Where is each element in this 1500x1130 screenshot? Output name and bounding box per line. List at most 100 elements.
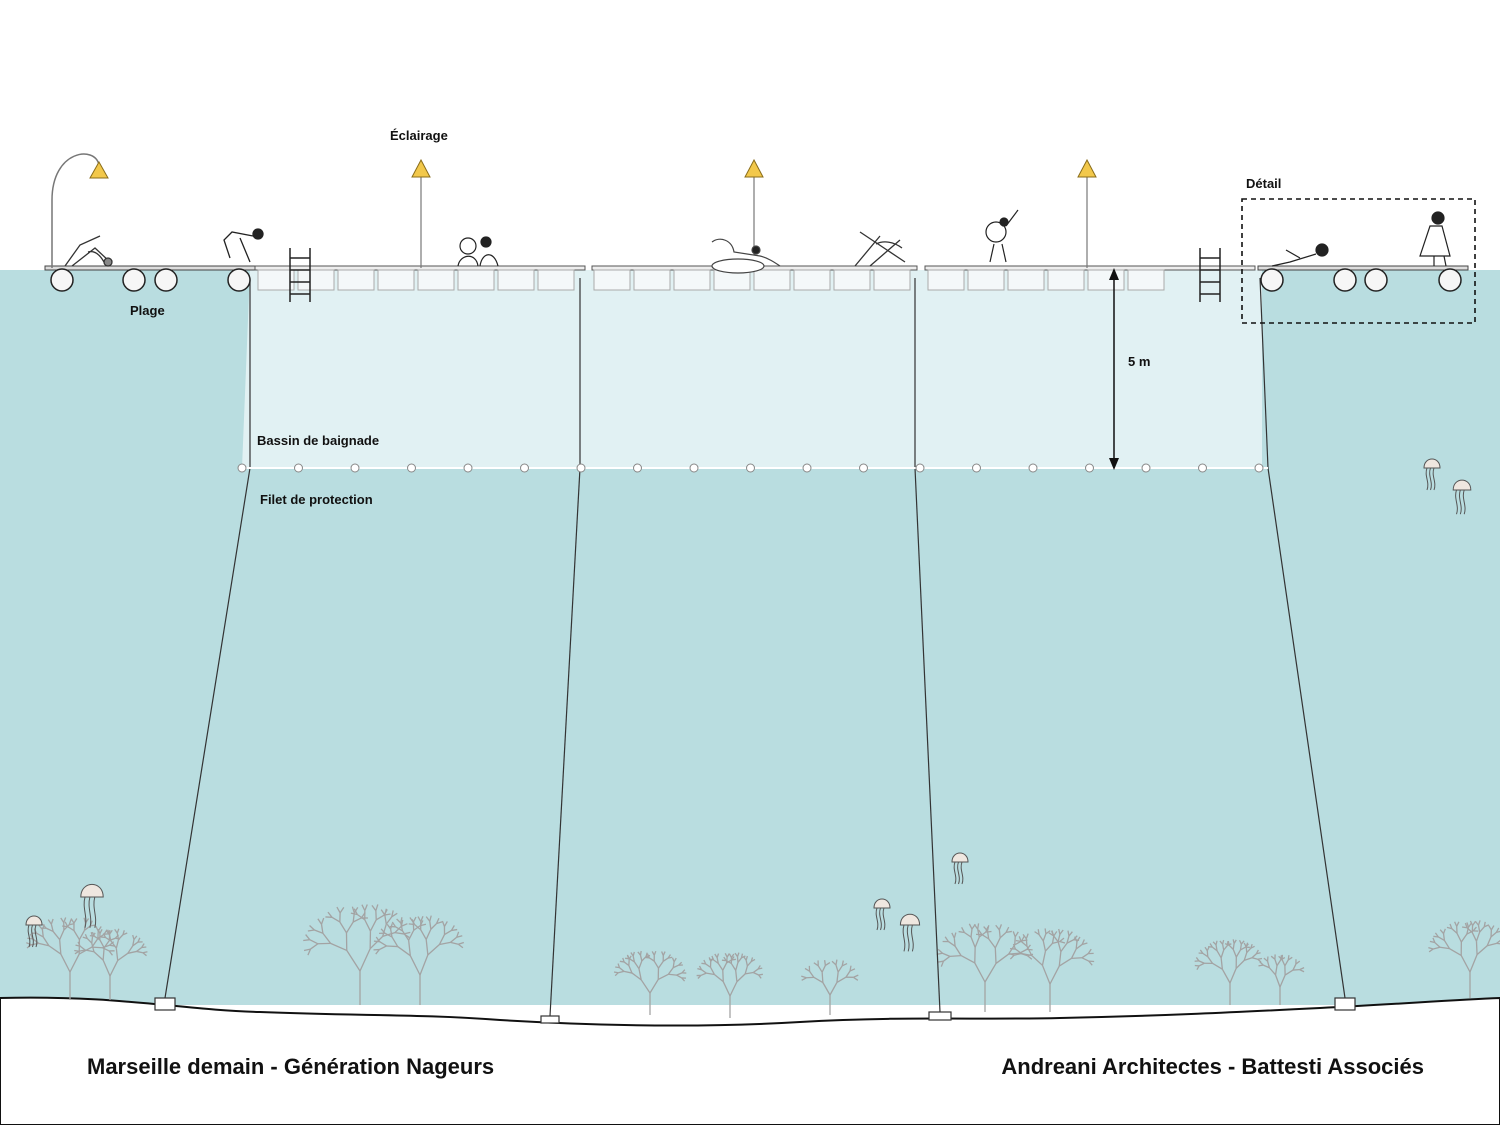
float-block [1008,270,1044,290]
coral-branch [999,930,1000,938]
net-float [860,464,868,472]
float-block [1128,270,1164,290]
net-float [295,464,303,472]
float-block [418,270,454,290]
coral-branch [387,946,398,947]
float-block [754,270,790,290]
label-detail: Détail [1246,176,1281,191]
coral-branch [1246,947,1247,953]
net-float [747,464,755,472]
coral-branch [822,972,823,982]
float-block [378,270,414,290]
coral-branch [986,931,992,932]
net-float [1199,464,1207,472]
coral-branch [614,972,618,973]
coral-branch [732,959,736,960]
coral-branch [1038,929,1039,934]
float-block [1048,270,1084,290]
coral-branch [1072,958,1082,959]
label-eclairage: Éclairage [390,128,448,143]
round-floater [1439,269,1461,291]
net-float [1029,464,1037,472]
coral-branch [303,940,310,941]
swimming-pool-zone [242,270,1262,468]
coral-branch [1027,949,1033,950]
round-floater [1334,269,1356,291]
float-block [538,270,574,290]
label-filet: Filet de protection [260,492,373,507]
round-floater [228,269,250,291]
lamp-icon [412,160,430,268]
float-block [498,270,534,290]
float-block [338,270,374,290]
float-block [794,270,830,290]
net-float [238,464,246,472]
net-float [351,464,359,472]
net-float [690,464,698,472]
net-float [1142,464,1150,472]
coral-branch [836,960,837,965]
coral-branch [1006,931,1012,932]
swimmer-icon [1272,244,1328,266]
footer-credit-right: Andreani Architectes - Battesti Associés [1001,1054,1424,1079]
net-float [577,464,585,472]
coral-branch [950,956,961,957]
float-block [634,270,670,290]
float-block [928,270,964,290]
net-float [634,464,642,472]
lamp-icon [1078,160,1096,268]
float-block [458,270,494,290]
net-float [973,464,981,472]
float-block [874,270,910,290]
swimmer-icon [224,229,263,262]
coral-branch [451,930,457,931]
coral-branch [1045,928,1046,933]
deckchair-icon [855,232,905,266]
coral-branch [954,938,955,946]
coral-branch [1233,944,1234,950]
coral-branch [978,923,979,929]
coral-branch [1228,941,1229,945]
lamp-icon [745,160,763,255]
label-bassin: Bassin de baignade [257,433,379,448]
coral-branch [995,948,996,964]
label-plage: Plage [130,303,165,318]
net-float [916,464,924,472]
swimmer-icon [1420,212,1450,266]
float-block [298,270,334,290]
coral-branch [92,937,93,943]
coral-branch [668,974,676,975]
float-block [834,270,870,290]
float-block [258,270,294,290]
footer-title-left: Marseille demain - Génération Nageurs [87,1054,494,1079]
net-float [1255,464,1263,472]
round-floater [1261,269,1283,291]
coral-branch [668,957,672,958]
float-block [968,270,1004,290]
label-depth: 5 m [1128,354,1150,369]
coral-branch [1015,937,1016,945]
coral-branch [42,930,43,937]
coral-branch [1026,939,1027,946]
coral-branch [1497,943,1500,944]
float-block [674,270,710,290]
net-float [408,464,416,472]
net-float [1086,464,1094,472]
net-float [521,464,529,472]
float-block [594,270,630,290]
net-float [464,464,472,472]
round-floater [51,269,73,291]
swimmer-icon [986,210,1018,262]
round-floater [123,269,145,291]
coral-branch [640,951,641,955]
swimmer-icon [458,237,498,266]
deckchair-icon [65,236,112,266]
coral-branch [758,968,762,969]
coral-branch [1444,934,1445,941]
coral-branch [1476,941,1477,954]
coral-branch [825,960,826,965]
coral-branch [74,950,79,951]
lamp-icon [52,154,108,268]
round-floater [1365,269,1387,291]
